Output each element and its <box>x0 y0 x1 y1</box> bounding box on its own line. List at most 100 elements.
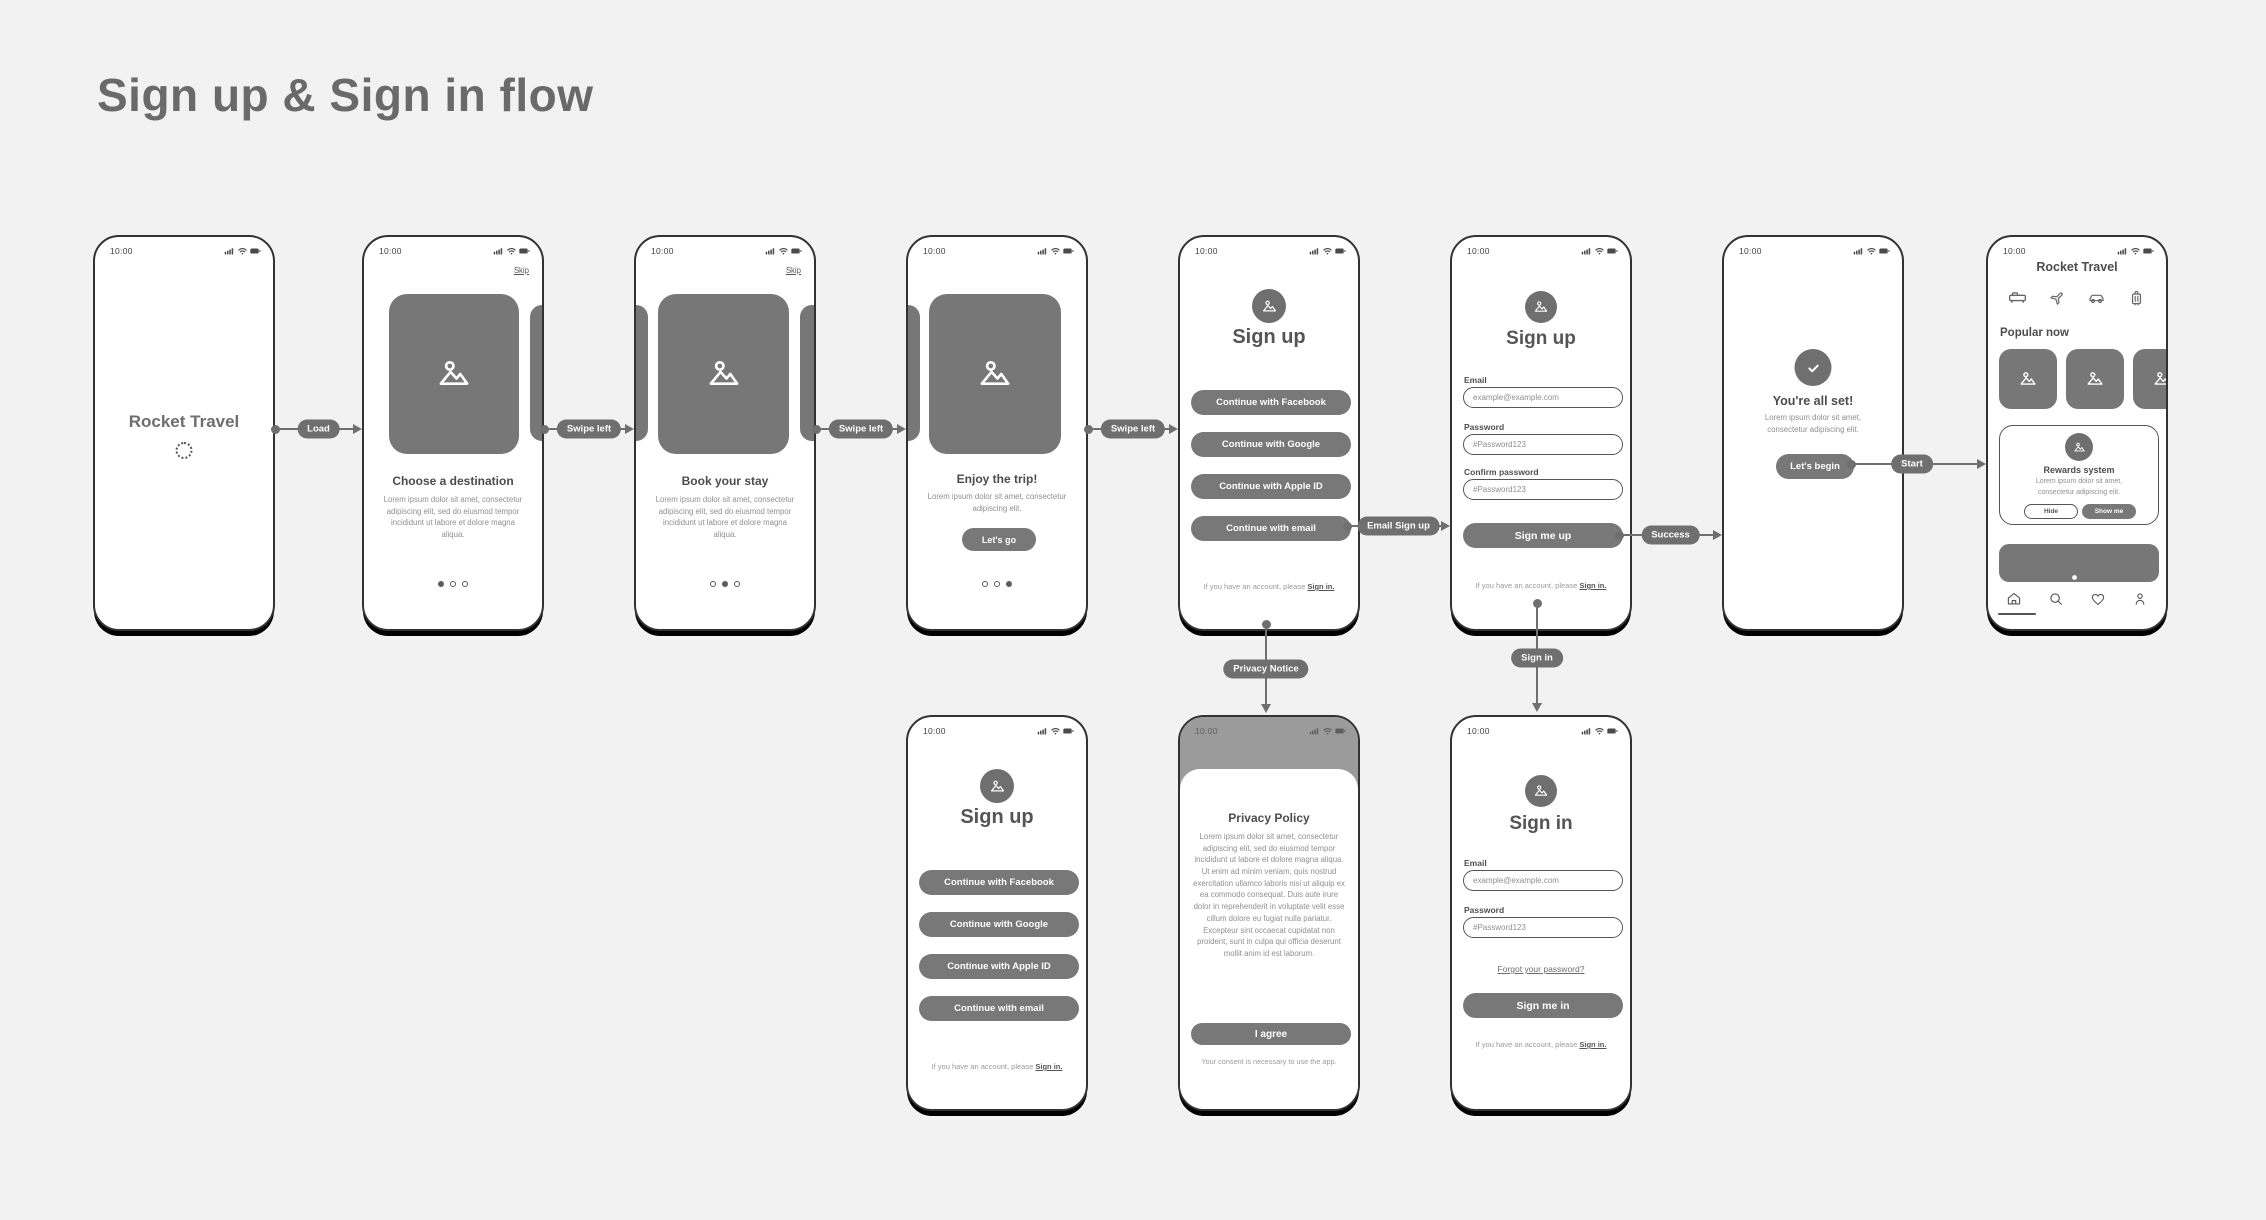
lets-begin-button[interactable]: Let's begin <box>1776 454 1854 479</box>
sign-in-link[interactable]: Sign in. <box>1307 582 1335 591</box>
promo-banner[interactable] <box>1999 544 2159 582</box>
sign-in-link[interactable]: Sign in. <box>1035 1062 1063 1071</box>
status-bar: 10:00 <box>110 246 261 256</box>
next-card-peek <box>530 305 542 441</box>
password-label: Password <box>1464 905 1505 915</box>
wifi-icon <box>1595 247 1604 255</box>
lets-go-button[interactable]: Let's go <box>962 528 1036 551</box>
skip-link[interactable]: Skip <box>785 266 801 275</box>
phone-all-set: 10:00 You're all set! Lorem ipsum dolor … <box>1722 235 1904 631</box>
continue-email-button[interactable]: Continue with email <box>1191 516 1351 541</box>
sign-me-in-button[interactable]: Sign me in <box>1463 993 1623 1018</box>
email-input[interactable] <box>1463 387 1623 408</box>
carousel-dots[interactable] <box>982 581 1012 587</box>
phone-onboarding-destination: 10:00 Skip Choose a destination Lorem ip… <box>362 235 544 631</box>
battery-icon <box>1607 247 1618 255</box>
continue-facebook-button[interactable]: Continue with Facebook <box>919 870 1079 895</box>
confirm-password-input[interactable] <box>1463 479 1623 500</box>
status-bar: 10:00 <box>2003 246 2154 256</box>
continue-email-button[interactable]: Continue with email <box>919 996 1079 1021</box>
phone-signup-social: 10:00 Sign up Continue with Facebook Con… <box>1178 235 1360 631</box>
connector-label: Email Sign up <box>1357 516 1440 536</box>
connector-label: Load <box>297 419 340 439</box>
sign-in-link[interactable]: Sign in. <box>1579 581 1607 590</box>
screen-title: You're all set! <box>1772 394 1854 408</box>
forgot-password-link[interactable]: Forgot your password? <box>1497 964 1585 974</box>
carousel-dots[interactable] <box>710 581 740 587</box>
battery-icon <box>1879 247 1890 255</box>
signal-icon <box>765 247 776 255</box>
continue-apple-button[interactable]: Continue with Apple ID <box>1191 474 1351 499</box>
status-time: 10:00 <box>1195 246 1218 256</box>
wifi-icon <box>2131 247 2140 255</box>
success-check-icon <box>1794 349 1832 386</box>
app-name: Rocket Travel <box>2036 260 2118 274</box>
sign-me-up-button[interactable]: Sign me up <box>1463 523 1623 548</box>
wifi-icon <box>238 247 247 255</box>
continue-google-button[interactable]: Continue with Google <box>919 912 1079 937</box>
wifi-icon <box>1323 247 1332 255</box>
privacy-sheet: Privacy Policy Lorem ipsum dolor sit ame… <box>1180 769 1358 1109</box>
bed-icon[interactable] <box>2007 287 2028 308</box>
rewards-title: Rewards system <box>2043 465 2115 475</box>
phone-signup-form: 10:00 Sign up Email Password Confirm pas… <box>1450 235 1632 631</box>
show-me-button[interactable]: Show me <box>2082 504 2136 519</box>
status-time: 10:00 <box>923 246 946 256</box>
app-name: Rocket Travel <box>128 412 240 431</box>
status-time: 10:00 <box>923 726 946 736</box>
battery-icon <box>519 247 530 255</box>
home-icon[interactable] <box>2005 590 2023 608</box>
status-time: 10:00 <box>1739 246 1762 256</box>
plane-icon[interactable] <box>2047 287 2068 308</box>
wifi-icon <box>1595 727 1604 735</box>
screen-title: Sign up <box>1232 326 1306 348</box>
profile-icon[interactable] <box>2131 590 2149 608</box>
password-input[interactable] <box>1463 917 1623 938</box>
battery-icon <box>250 247 261 255</box>
privacy-body: Lorem ipsum dolor sit amet, consectetur … <box>1193 832 1345 958</box>
popular-card[interactable] <box>1999 349 2057 409</box>
arrowhead-icon <box>1713 529 1722 540</box>
app-logo-avatar <box>1252 289 1286 323</box>
search-icon[interactable] <box>2047 590 2065 608</box>
status-time: 10:00 <box>1467 726 1490 736</box>
continue-apple-button[interactable]: Continue with Apple ID <box>919 954 1079 979</box>
popular-card[interactable] <box>2133 349 2166 409</box>
status-time: 10:00 <box>651 246 674 256</box>
i-agree-button[interactable]: I agree <box>1191 1023 1351 1045</box>
active-tab-indicator <box>1998 613 2036 615</box>
battery-icon <box>1063 247 1074 255</box>
continue-google-button[interactable]: Continue with Google <box>1191 432 1351 457</box>
skip-link[interactable]: Skip <box>513 266 529 275</box>
wifi-icon <box>1323 727 1332 735</box>
car-icon[interactable] <box>2086 287 2107 308</box>
status-time: 10:00 <box>1467 246 1490 256</box>
email-label: Email <box>1464 858 1487 868</box>
carousel-dots[interactable] <box>438 581 468 587</box>
image-icon <box>988 777 1007 796</box>
email-input[interactable] <box>1463 870 1623 891</box>
section-title: Popular now <box>2000 327 2069 339</box>
onboarding-title: Choose a destination <box>392 474 514 488</box>
signin-prompt-text: If you have an account, please <box>1475 581 1578 590</box>
onboarding-body: Lorem ipsum dolor sit amet, consectetur … <box>655 495 795 540</box>
email-label: Email <box>1464 375 1487 385</box>
hide-button[interactable]: Hide <box>2024 504 2078 519</box>
luggage-icon[interactable] <box>2126 287 2147 308</box>
phone-signin: 10:00 Sign in Email Password Forgot your… <box>1450 715 1632 1111</box>
wifi-icon <box>1867 247 1876 255</box>
image-placeholder-card <box>929 294 1061 454</box>
arrowhead-icon <box>1169 423 1178 434</box>
heart-icon[interactable] <box>2089 590 2107 608</box>
signal-icon <box>1037 247 1048 255</box>
app-logo-avatar <box>1525 291 1557 323</box>
arrowhead-icon <box>1441 520 1450 531</box>
signin-prompt-text: If you have an account, please <box>1475 1040 1578 1049</box>
continue-facebook-button[interactable]: Continue with Facebook <box>1191 390 1351 415</box>
battery-icon <box>1335 247 1346 255</box>
sign-in-link[interactable]: Sign in. <box>1579 1040 1607 1049</box>
popular-card[interactable] <box>2066 349 2124 409</box>
status-time: 10:00 <box>2003 246 2026 256</box>
password-input[interactable] <box>1463 434 1623 455</box>
